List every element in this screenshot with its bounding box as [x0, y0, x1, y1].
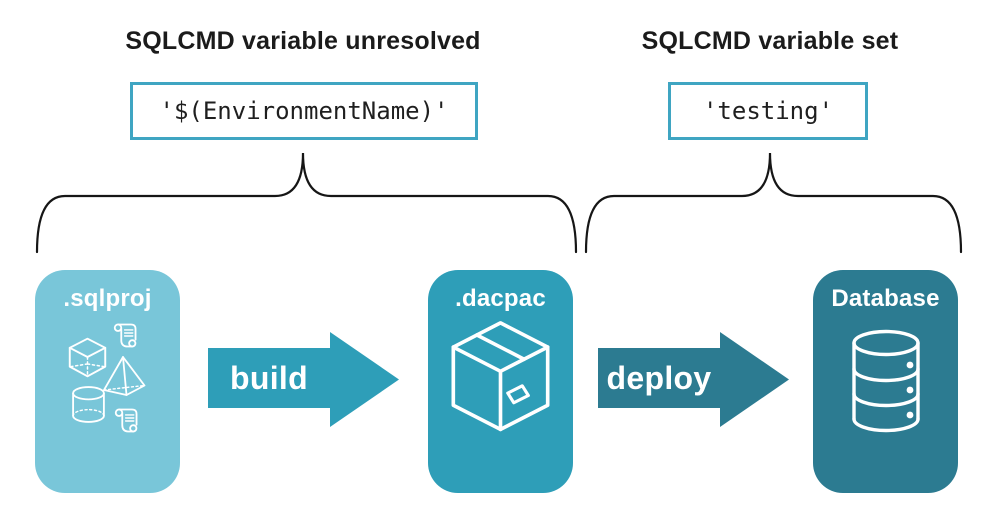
- value-box-set: 'testing': [668, 82, 868, 140]
- heading-unresolved: SQLCMD variable unresolved: [125, 27, 481, 55]
- script-icon: [114, 408, 138, 433]
- deploy-label: deploy: [606, 359, 712, 396]
- deploy-arrow: [598, 332, 789, 427]
- heading-set: SQLCMD variable set: [641, 27, 899, 55]
- left-brace-icon: [35, 152, 578, 254]
- right-brace-icon: [584, 152, 963, 254]
- script-icon: [113, 323, 137, 348]
- sqlproj-label: .sqlproj: [63, 285, 152, 312]
- database-label: Database: [831, 285, 940, 312]
- build-arrow: [208, 332, 399, 427]
- dacpac-label: .dacpac: [455, 285, 546, 312]
- value-text-unresolved: '$(EnvironmentName)': [159, 97, 449, 125]
- package-icon: [451, 321, 550, 432]
- build-label: build: [230, 359, 308, 396]
- cube-icon: [68, 337, 107, 378]
- cylinder-icon: [72, 386, 105, 423]
- sqlproj-node: .sqlproj: [35, 270, 180, 493]
- value-text-set: 'testing': [702, 97, 834, 125]
- database-node: Database: [813, 270, 958, 493]
- pyramid-icon: [103, 356, 146, 396]
- dacpac-node: .dacpac: [428, 270, 573, 493]
- value-box-unresolved: '$(EnvironmentName)': [130, 82, 478, 140]
- database-icon: [852, 329, 920, 433]
